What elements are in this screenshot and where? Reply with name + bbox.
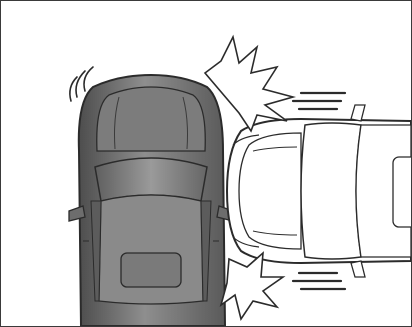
dark-car-hood (97, 87, 206, 151)
white-car (227, 105, 411, 277)
white-car-mirror-bottom (351, 261, 365, 277)
impact-burst-bottom (221, 253, 283, 319)
dark-car (69, 75, 233, 326)
speed-lines-top (293, 93, 345, 109)
speed-lines-bottom (293, 273, 345, 289)
white-car-windshield (301, 123, 361, 259)
white-car-mirror-top (351, 105, 365, 121)
white-car-hood (239, 133, 301, 249)
dark-car-sunroof (121, 253, 181, 287)
white-car-sunroof (393, 157, 411, 227)
